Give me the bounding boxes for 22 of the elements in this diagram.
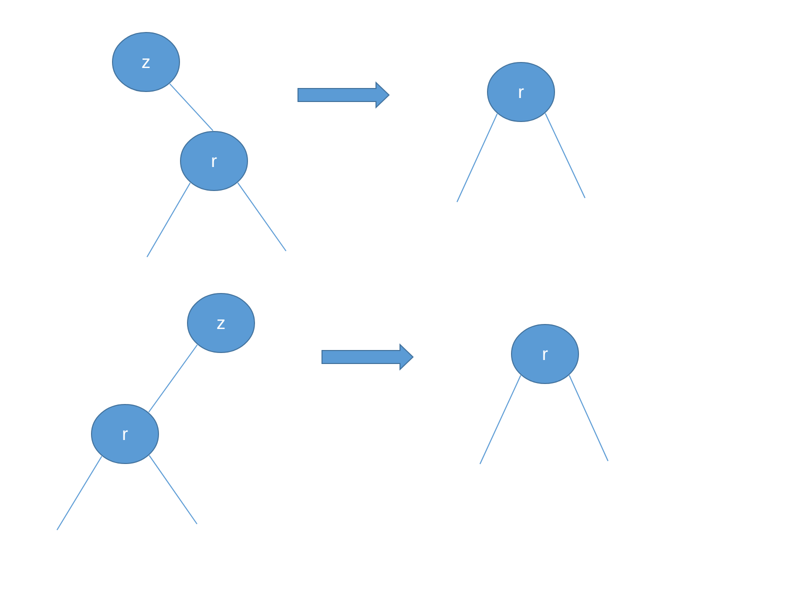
node-label: r: [542, 344, 548, 364]
tree-edge-line: [56, 456, 102, 530]
tree-edge-line: [146, 182, 191, 258]
node-label: z: [216, 312, 226, 334]
tree-edge-line: [456, 113, 498, 202]
node-label: r: [518, 82, 524, 102]
tree-edge-line: [169, 83, 214, 132]
tree-edge-line: [148, 454, 198, 524]
tree-node: [187, 293, 255, 353]
tree-node: [112, 32, 180, 92]
tree-edge-line: [480, 374, 522, 464]
node-label: r: [122, 424, 128, 444]
tree-node: [91, 404, 159, 464]
node-label: z: [142, 52, 150, 72]
tree-edge-line: [568, 374, 608, 462]
tree-node: [180, 131, 248, 191]
node-label: r: [211, 150, 217, 172]
tree-edge-line: [148, 344, 198, 413]
tree-edge-line: [237, 182, 286, 252]
tree-edge-line: [544, 112, 586, 198]
tree-node: [511, 324, 579, 384]
tree-node: [487, 62, 555, 122]
